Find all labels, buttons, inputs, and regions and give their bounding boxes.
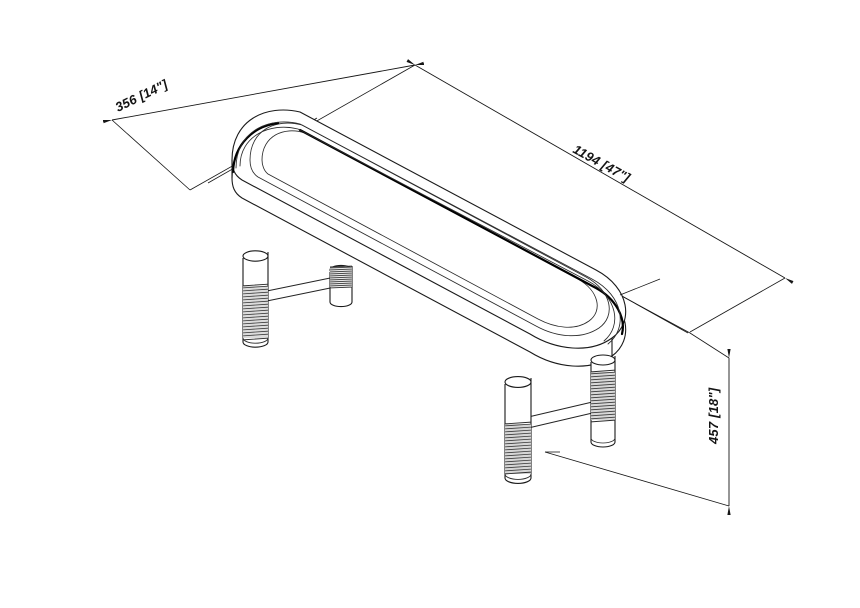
leader-lines-group: [545, 278, 661, 453]
dim-line-length: [406, 59, 794, 284]
dim-line-width: [102, 61, 425, 124]
dim-label-width: 356 [14"]: [113, 76, 171, 114]
leg-near-left-bottom-arc: [242, 337, 269, 344]
seat-pad-outline: [261, 130, 598, 328]
leg-far-right: [590, 354, 616, 448]
leg-near-right-bottom-arc: [504, 473, 532, 480]
leg-far-right-bottom-arc: [590, 437, 616, 444]
leg-near-right-wrap: [505, 421, 531, 475]
legs-group: [242, 250, 353, 348]
leg-near-right-top-cap: [504, 376, 532, 388]
dimension-lines-group: [102, 59, 794, 515]
seat-edge-band-1: [235, 121, 621, 345]
seat-edge-highlight-near: [298, 128, 624, 336]
leg-near-left: [242, 250, 269, 348]
ext-line-plane-edge-b: [689, 332, 730, 359]
ext-line-plane-edge-a: [619, 294, 691, 334]
ext-line-length-right: [689, 277, 786, 333]
leg-near-right: [504, 376, 532, 484]
brace-left: [261, 275, 341, 303]
seat-edge-highlight-left: [231, 121, 280, 174]
seat-top-inner-chamfer: [249, 122, 610, 337]
legs-right-group: [504, 354, 616, 484]
ext-line-width-left: [111, 119, 191, 191]
ext-line-plane-edge-c: [544, 451, 730, 507]
leg-near-left-wrap: [243, 283, 268, 341]
brace-right: [523, 399, 602, 430]
seat-top-face: [231, 109, 627, 349]
dim-label-height: 457 [18"]: [706, 387, 721, 445]
leg-near-left-top-cap: [242, 250, 269, 262]
leg-far-left: [329, 264, 353, 308]
seat-edge-band-2: [239, 126, 616, 342]
leg-far-right-wrap: [591, 369, 615, 423]
bench-seat-group: [231, 109, 627, 367]
leader-seat-right: [619, 278, 661, 296]
dim-label-length: 1194 [47"]: [571, 142, 634, 186]
leg-far-right-top-cap: [590, 354, 616, 366]
leg-far-left-wrap: [330, 265, 352, 289]
